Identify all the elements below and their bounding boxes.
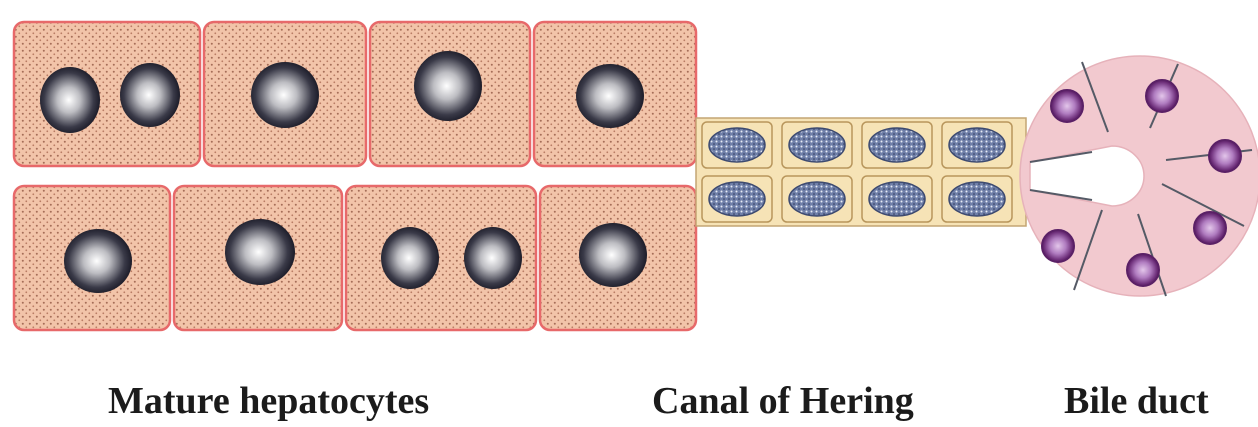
canal-nucleus	[869, 128, 925, 162]
canal-nucleus	[709, 182, 765, 216]
hepatocyte-nucleus	[64, 229, 132, 293]
label-mature-hepatocytes: Mature hepatocytes	[108, 382, 429, 420]
canal-nucleus	[949, 128, 1005, 162]
hepatocyte-nucleus	[464, 227, 522, 289]
hepatocyte-nucleus	[251, 62, 319, 128]
hepatocyte-nucleus	[579, 223, 647, 287]
hepatocyte-nucleus	[225, 219, 295, 285]
canal-nucleus	[709, 128, 765, 162]
label-bile-duct: Bile duct	[1064, 382, 1209, 420]
canal-of-hering	[696, 118, 1026, 226]
canal-nucleus	[789, 182, 845, 216]
bile-duct-nucleus	[1127, 254, 1159, 286]
bile-duct-nucleus	[1194, 212, 1226, 244]
canal-nucleus	[789, 128, 845, 162]
bile-duct-nucleus	[1209, 140, 1241, 172]
hepatocyte-nucleus	[120, 63, 180, 127]
canal-nucleus	[949, 182, 1005, 216]
hepatocyte-nucleus	[381, 227, 439, 289]
label-canal-of-hering: Canal of Hering	[652, 382, 914, 420]
canal-nucleus	[869, 182, 925, 216]
bile-duct-nucleus	[1051, 90, 1083, 122]
hepatocyte-nucleus	[576, 64, 644, 128]
bile-duct-nucleus	[1146, 80, 1178, 112]
bile-duct-nucleus	[1042, 230, 1074, 262]
bile-duct	[1020, 56, 1258, 296]
hepatocyte-nucleus	[414, 51, 482, 121]
hepatocyte-nucleus	[40, 67, 100, 133]
